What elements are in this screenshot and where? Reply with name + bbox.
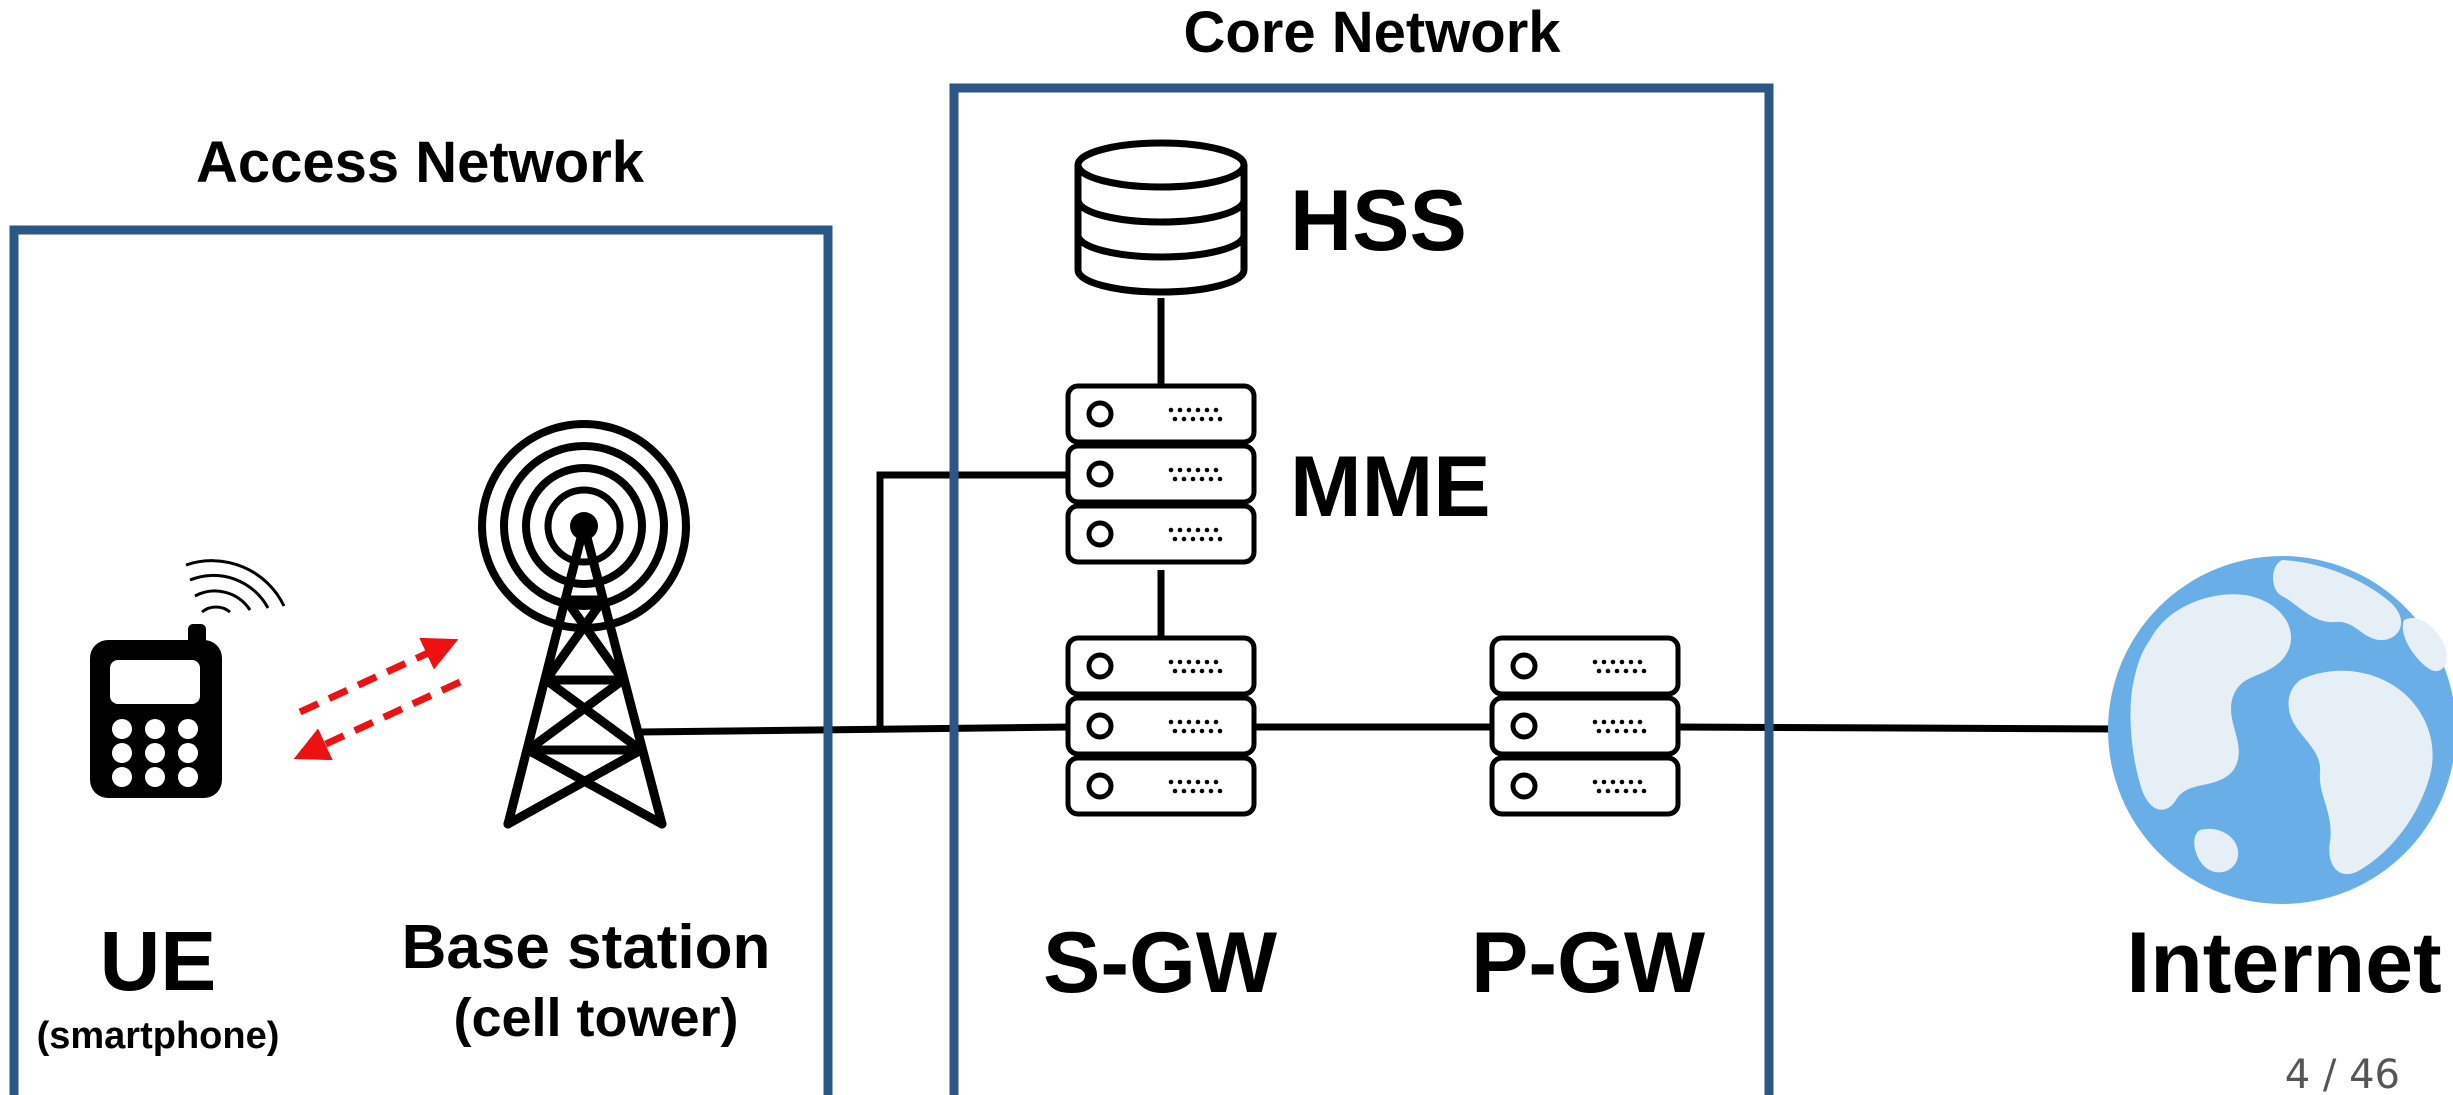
sgw-label: S-GW — [1043, 915, 1278, 1011]
sgw-server-rack-icon — [1068, 638, 1254, 814]
cell-tower-icon — [478, 420, 690, 829]
mme-label: MME — [1290, 439, 1491, 535]
page-indicator: 4 / 46 — [2285, 1052, 2400, 1095]
base-station-label: Base station — [402, 913, 771, 982]
core-network-box — [949, 83, 1774, 1095]
base-station-sublabel: (cell tower) — [453, 988, 738, 1048]
pgw-server-rack-icon — [1492, 638, 1678, 814]
access-network-box — [9, 225, 833, 1095]
access-network-title: Access Network — [196, 130, 645, 195]
mobile-phone-icon — [90, 559, 286, 798]
internet-label: Internet — [2126, 915, 2441, 1011]
core-network-title: Core Network — [1183, 0, 1561, 65]
ue-label: UE — [100, 914, 217, 1008]
wireless-link-arrows — [293, 637, 462, 761]
mme-server-rack-icon — [1068, 386, 1254, 562]
pgw-label: P-GW — [1471, 915, 1706, 1011]
link-pgw-internet — [1675, 723, 2121, 733]
connection-lines — [639, 298, 2121, 736]
ue-sublabel: (smartphone) — [37, 1015, 280, 1057]
database-icon — [1074, 139, 1248, 296]
link-tower-sgw — [639, 723, 1071, 736]
globe-icon — [2108, 556, 2453, 904]
hss-label: HSS — [1290, 173, 1467, 269]
link-mme-backhaul — [876, 471, 1070, 730]
